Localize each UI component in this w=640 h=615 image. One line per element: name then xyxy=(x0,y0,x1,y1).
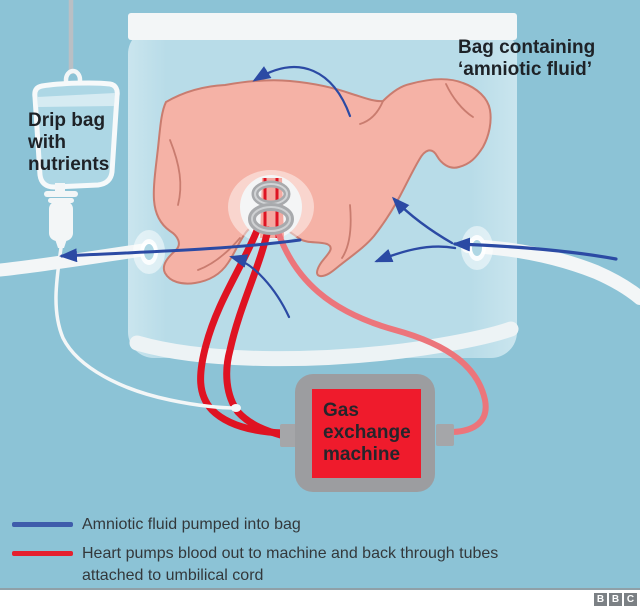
gas-exchange-machine xyxy=(280,374,454,492)
machine-connector-right xyxy=(436,424,454,446)
arrow-out-left xyxy=(59,238,302,263)
right-fluid-tube xyxy=(461,239,640,305)
bag-top-bar xyxy=(128,13,517,40)
arrow-into-bag-top xyxy=(252,66,352,118)
arrow-near-legs-left xyxy=(229,254,291,319)
machine-panel xyxy=(312,389,421,478)
legend-item-amniotic: Amniotic fluid pumped into bag xyxy=(12,514,612,536)
blood-tube-out-1 xyxy=(197,224,288,437)
legend-blue-label: Amniotic fluid pumped into bag xyxy=(82,516,301,533)
machine-label: Gas exchange machine xyxy=(323,400,411,465)
bbc-logo-block-3: C xyxy=(624,593,637,606)
bbc-logo: B B C xyxy=(594,593,637,606)
blood-tube-out-2 xyxy=(223,226,288,440)
blood-tube-return xyxy=(275,229,489,435)
legend-item-blood: Heart pumps blood out to machine and bac… xyxy=(12,543,612,587)
legend-red-line xyxy=(12,551,73,556)
flow-arrows xyxy=(59,66,618,319)
bag-bottom-fold xyxy=(129,321,519,367)
drip-bag-icon xyxy=(32,68,120,190)
drip-bag-label: Drip bag with nutrients xyxy=(28,110,110,175)
cord-rings xyxy=(248,180,294,235)
legend: Amniotic fluid pumped into bag Heart pum… xyxy=(12,514,612,587)
footer-strip: B B C xyxy=(0,588,640,615)
lamb-illustration xyxy=(152,78,492,285)
bbc-logo-block-2: B xyxy=(609,593,622,606)
drip-chamber xyxy=(44,183,78,248)
diagram-canvas: Drip bag with nutrients Bag containing ‘… xyxy=(0,0,640,589)
amniotic-bag-label: Bag containing ‘amniotic fluid’ xyxy=(458,37,596,80)
bbc-logo-block-1: B xyxy=(594,593,607,606)
right-port xyxy=(461,226,493,270)
drip-line xyxy=(54,246,237,410)
diagram-illustration xyxy=(0,0,640,492)
machine-connector-left xyxy=(280,424,298,447)
legend-red-label: Heart pumps blood out to machine and bac… xyxy=(82,545,499,584)
legend-blue-line xyxy=(12,522,73,527)
arrow-near-legs-right xyxy=(374,245,457,263)
arrow-in-right xyxy=(452,237,618,261)
arrow-to-hind-leg xyxy=(391,196,454,245)
drip-line-connector xyxy=(231,404,241,412)
